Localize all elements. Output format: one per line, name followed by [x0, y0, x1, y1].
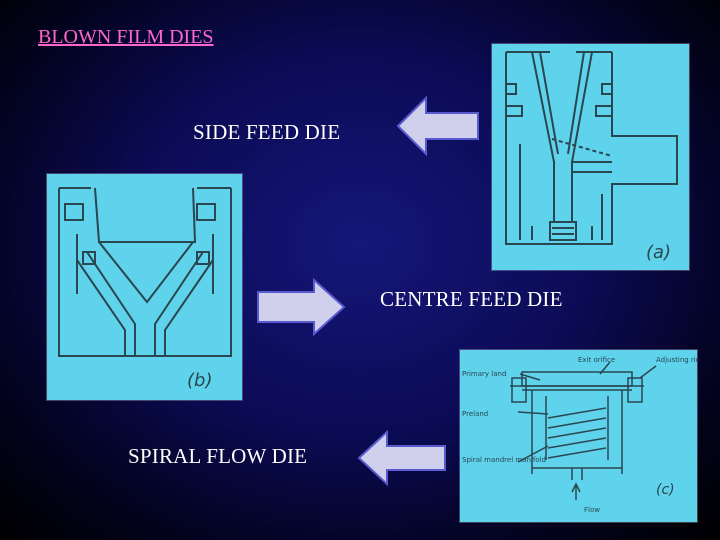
arrow-left-icon — [396, 96, 479, 156]
spiral-flow-die-figure: Exit orifice Adjusting ring Primary land… — [460, 350, 697, 522]
centre-feed-label: CENTRE FEED DIE — [380, 287, 563, 311]
side-feed-die-figure: (a) — [492, 44, 689, 270]
figure-c-caption: (c) — [656, 482, 675, 498]
flow-label: Flow — [584, 506, 600, 514]
preland-label: Preland — [462, 410, 488, 418]
arrow-left-icon — [357, 430, 446, 486]
arrow-right-icon — [257, 278, 346, 336]
figure-b-caption: (b) — [187, 370, 212, 391]
primary-land-label: Primary land — [462, 370, 506, 378]
slide-title: BLOWN FILM DIES — [38, 26, 214, 48]
centre-feed-die-figure: (b) — [47, 174, 242, 400]
figure-a-caption: (a) — [646, 242, 671, 263]
spiral-flow-label: SPIRAL FLOW DIE — [128, 444, 308, 468]
spiral-manifold-label: Spiral mandrel manifold — [462, 456, 546, 464]
adjusting-ring-label: Adjusting ring — [656, 356, 697, 364]
side-feed-label: SIDE FEED DIE — [193, 120, 341, 144]
exit-orifice-label: Exit orifice — [578, 356, 615, 364]
